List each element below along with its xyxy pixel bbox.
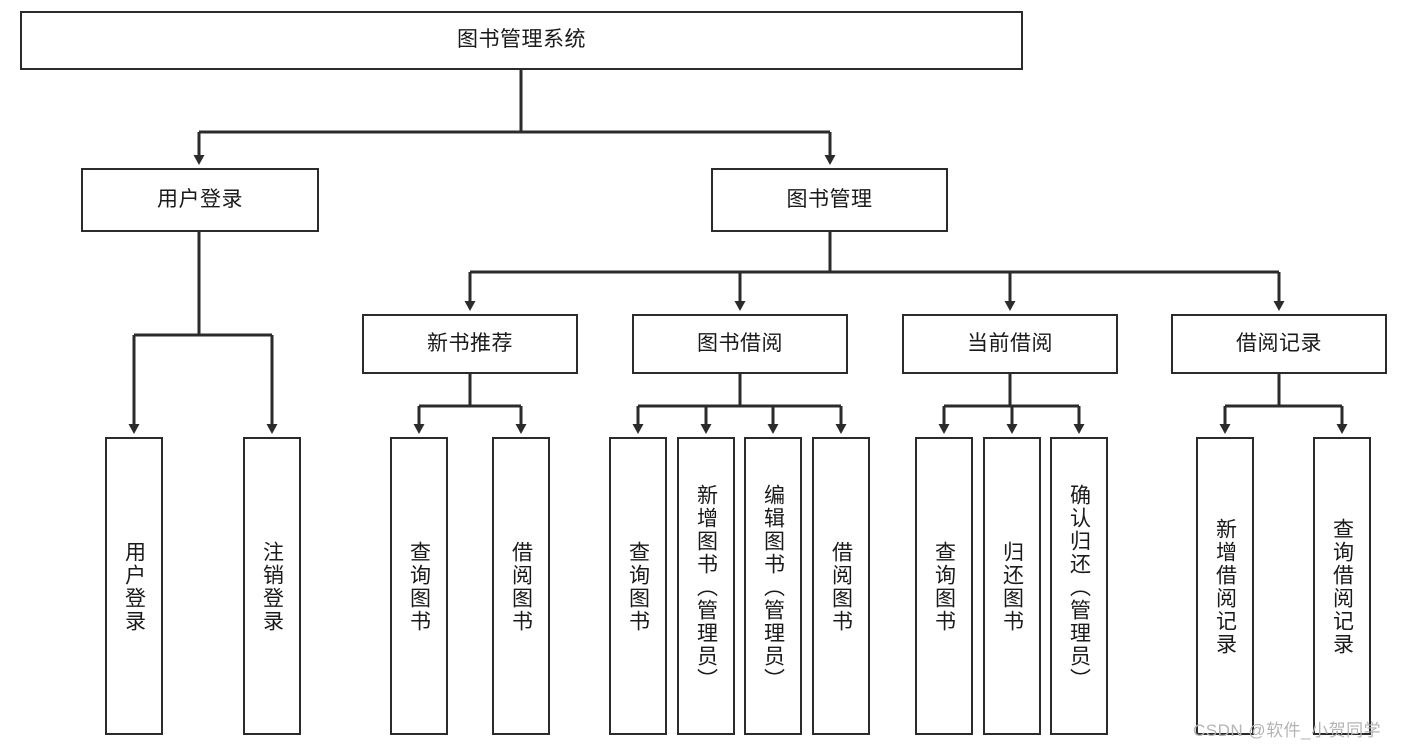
node-label: 查询图书 — [932, 541, 956, 633]
node-label: 新增借阅记录 — [1213, 518, 1237, 656]
node-book-management-system[interactable]: 图书管理系统 — [20, 11, 1023, 70]
node-label: 编辑图书（管理员） — [761, 483, 785, 691]
node-leaf-borrow-book-recommend[interactable]: 借阅图书 — [492, 437, 550, 735]
node-leaf-query-book-current[interactable]: 查询图书 — [915, 437, 973, 735]
node-current-borrow[interactable]: 当前借阅 — [902, 314, 1118, 374]
node-label: 新增图书（管理员） — [694, 483, 718, 691]
node-leaf-edit-book-admin[interactable]: 编辑图书（管理员） — [744, 437, 802, 735]
node-leaf-query-book-borrow[interactable]: 查询图书 — [609, 437, 667, 735]
node-label: 借阅图书 — [509, 541, 533, 633]
node-leaf-logout-login[interactable]: 注销登录 — [243, 437, 301, 735]
node-label: 图书借阅 — [697, 331, 783, 355]
node-label: 当前借阅 — [967, 331, 1053, 355]
node-label: 图书管理系统 — [457, 28, 586, 52]
node-label: 图书管理 — [786, 187, 873, 211]
node-new-book-recommend[interactable]: 新书推荐 — [362, 314, 578, 374]
node-leaf-add-borrow-record[interactable]: 新增借阅记录 — [1196, 437, 1254, 735]
node-user-login[interactable]: 用户登录 — [81, 168, 319, 232]
node-label: 注销登录 — [260, 541, 284, 633]
node-label: 用户登录 — [157, 187, 243, 211]
node-label: 用户登录 — [122, 541, 146, 633]
node-book-borrow[interactable]: 图书借阅 — [632, 314, 848, 374]
node-label: 查询图书 — [407, 541, 431, 633]
node-label: 借阅图书 — [829, 541, 853, 633]
node-leaf-borrow-book[interactable]: 借阅图书 — [812, 437, 870, 735]
node-leaf-confirm-return-admin[interactable]: 确认归还（管理员） — [1050, 437, 1108, 735]
node-leaf-user-login[interactable]: 用户登录 — [105, 437, 163, 735]
node-label: 借阅记录 — [1236, 331, 1322, 355]
node-label: 确认归还（管理员） — [1067, 483, 1091, 691]
node-borrow-record[interactable]: 借阅记录 — [1171, 314, 1387, 374]
node-label: 归还图书 — [1000, 541, 1024, 633]
node-label: 查询图书 — [626, 541, 650, 633]
node-leaf-query-borrow-record[interactable]: 查询借阅记录 — [1313, 437, 1371, 735]
node-book-management[interactable]: 图书管理 — [711, 168, 948, 232]
node-leaf-return-book[interactable]: 归还图书 — [983, 437, 1041, 735]
node-label: 查询借阅记录 — [1330, 518, 1354, 656]
watermark-text: CSDN @软件_小贺同学 — [1193, 721, 1382, 740]
node-leaf-add-book-admin[interactable]: 新增图书（管理员） — [677, 437, 735, 735]
node-label: 新书推荐 — [427, 331, 513, 355]
node-leaf-query-book-recommend[interactable]: 查询图书 — [390, 437, 448, 735]
